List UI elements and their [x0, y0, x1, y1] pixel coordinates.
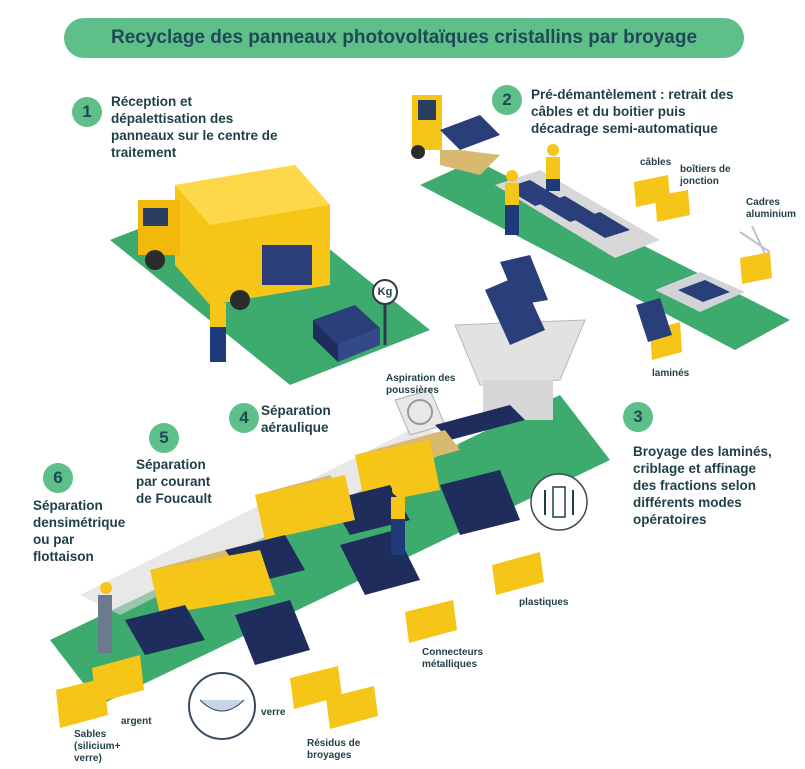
step-text-4: Séparation aéraulique — [261, 403, 331, 435]
cables-label: câbles — [640, 157, 672, 168]
sands-bin — [56, 678, 108, 728]
page-title: Recyclage des panneaux photovoltaïques c… — [110, 27, 698, 48]
plastics-label: plastiques — [519, 597, 569, 608]
laminates-label: laminés — [652, 368, 690, 379]
laminates-bin — [636, 298, 682, 360]
worker-icon — [98, 484, 405, 653]
junction-box-label: boîtiers de jonction — [680, 164, 731, 187]
dust-extraction-label: Aspiration des poussières — [386, 373, 456, 396]
forklift-icon — [411, 95, 500, 175]
step-number-1: 1 — [72, 97, 102, 127]
step-text-6: Séparation densimétrique ou par flottais… — [33, 498, 126, 564]
silver-label: argent — [121, 716, 152, 727]
glass-magnifier — [188, 672, 256, 740]
residues-label: Résidus de broyages — [307, 738, 361, 761]
glass-label: verre — [261, 707, 286, 718]
junction-box-bin — [655, 190, 690, 222]
step-text-2: Pré-démantèlement : retrait des câbles e… — [531, 87, 734, 136]
screening-indicator — [530, 473, 588, 531]
worker-icon — [210, 290, 226, 362]
crusher-hopper — [454, 255, 586, 420]
title-banner: Recyclage des panneaux photovoltaïques c… — [64, 18, 744, 58]
worker-icon — [505, 144, 560, 235]
metal-connectors-bin — [405, 600, 457, 643]
step-number-3: 3 — [623, 402, 653, 432]
step-number-6: 6 — [43, 463, 73, 493]
aluminium-frame-label: Cadres aluminium — [746, 197, 797, 220]
step-text-5: Séparation par courant de Foucault — [136, 457, 212, 506]
metal-connectors-label: Connecteurs métalliques — [422, 647, 484, 670]
frame-removal-machine — [655, 272, 745, 312]
truck-icon — [138, 165, 330, 310]
step-number-4: 4 — [229, 403, 259, 433]
plastics-bin — [492, 552, 544, 595]
panel-pallet — [313, 305, 380, 362]
dismantling-conveyor — [495, 170, 660, 258]
step-text-3: Broyage des laminés, criblage et affinag… — [633, 444, 772, 527]
dismantling-floor — [420, 160, 790, 350]
aluminium-frame-bin — [739, 225, 772, 284]
step-number-5: 5 — [149, 423, 179, 453]
sands-label: Sables (silicium+ verre) — [74, 729, 121, 764]
residues-bin — [290, 666, 378, 729]
processing-conveyor — [125, 405, 525, 665]
scale-icon — [372, 279, 398, 345]
step-number-2: 2 — [492, 85, 522, 115]
step-text-1: Réception et dépalettisation des panneau… — [111, 94, 278, 160]
scale-label: Kg — [377, 286, 393, 298]
